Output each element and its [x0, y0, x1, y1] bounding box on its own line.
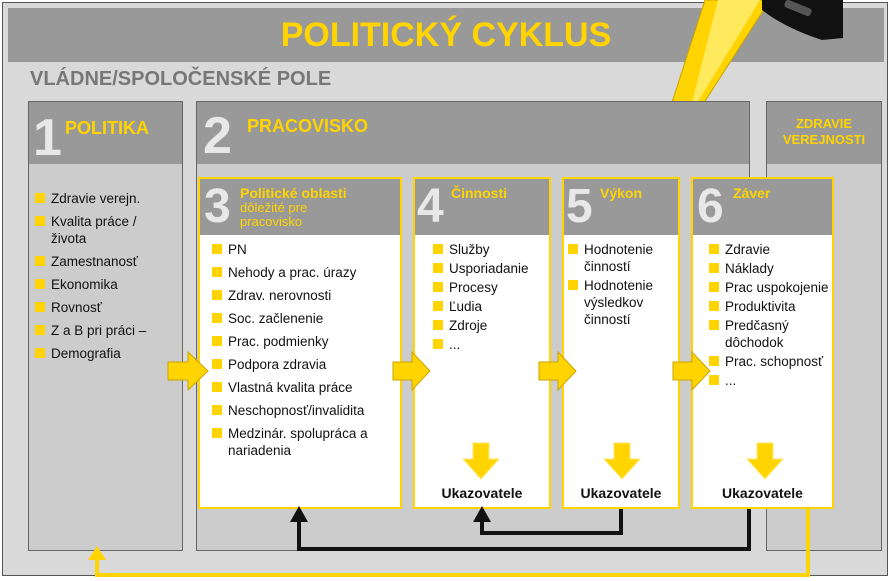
column-politika-heading: POLITIKA [65, 118, 149, 138]
column-pracovisko-heading: PRACOVISKO [247, 116, 369, 136]
panel-4-header [415, 179, 549, 235]
list-item: Prac. podmienky [212, 333, 398, 350]
panel-5-indicator: Ukazovatele [580, 485, 662, 501]
list-item: ... [433, 336, 549, 353]
list-item: Demografia [35, 345, 175, 362]
list-item: PN [212, 241, 398, 258]
column-zdravie-header [767, 102, 881, 164]
panel-4-indicator: Ukazovatele [441, 485, 523, 501]
list-item: Nehody a prac. úrazy [212, 264, 398, 281]
list-item: Produktivita [709, 298, 831, 315]
list-item: Zdroje [433, 317, 549, 334]
list-item: Medzinár. spolupráca a nariadenia [212, 425, 398, 459]
panel-3-header [200, 179, 400, 235]
list-item: Zdrav. nerovnosti [212, 287, 398, 304]
panel-6-number: 6 [697, 180, 724, 233]
list-item: Ľudia [433, 298, 549, 315]
list-item: Prac uspokojenie [709, 279, 831, 296]
panel-6-title: Záver [733, 185, 771, 201]
column-zdravie-heading: ZDRAVIE VEREJNOSTI [782, 116, 866, 147]
list-item: ... [709, 372, 831, 389]
panel-4-number: 4 [417, 180, 444, 233]
list-item: Neschopnosť/invalidita [212, 402, 398, 419]
panel-3-title: Politické oblasti [240, 185, 347, 201]
column-pracovisko-number: 2 [203, 107, 232, 165]
list-item: Podpora zdravia [212, 356, 398, 373]
down-arrow-icon [602, 442, 642, 480]
down-arrow-icon [745, 442, 785, 480]
list-item: Hodnotenie činností [568, 241, 678, 275]
list-item: Hodnotenie výsledkov činností [568, 277, 678, 328]
panel-5-number: 5 [566, 180, 593, 233]
panel-6-header [693, 179, 832, 235]
column-politika-header [29, 102, 182, 164]
list-item: Usporiadanie [433, 260, 549, 277]
list-item: Prac. schopnosť [709, 353, 831, 370]
list-item: Služby [433, 241, 549, 258]
column-politika: 1 POLITIKA Zdravie verejn. Kvalita práce … [28, 101, 183, 551]
panel-3-number: 3 [204, 180, 231, 233]
panel-politicke-oblasti: 3 Politické oblasti dôležité pre pracovi… [198, 177, 402, 509]
diagram-subtitle: VLÁDNE/SPOLOČENSKÉ POLE [30, 68, 332, 90]
list-item: Predčasný dôchodok [709, 317, 831, 351]
panel-3-subtitle: dôležité pre pracovisko [240, 200, 308, 229]
list-item: Vlastná kvalita práce [212, 379, 398, 396]
list-item: Rovnosť [35, 299, 175, 316]
panel-4-title: Činnosti [451, 185, 507, 201]
list-item: Soc. začlenenie [212, 310, 398, 327]
list-item: Zdravie [709, 241, 831, 258]
panel-6-indicator: Ukazovatele [722, 485, 803, 501]
column-politika-number: 1 [33, 109, 62, 167]
list-item: Zamestnanosť [35, 253, 175, 270]
panel-5-header [564, 179, 678, 235]
list-item: Ekonomika [35, 276, 175, 293]
down-arrow-icon [461, 442, 501, 480]
list-item: Náklady [709, 260, 831, 277]
panel-5-title: Výkon [600, 185, 643, 201]
list-item: Procesy [433, 279, 549, 296]
list-item: Z a B pri práci – [35, 322, 175, 339]
list-item: Zdravie verejn. [35, 190, 175, 207]
column-pracovisko-header [197, 102, 749, 164]
diagram-title: POLITICKÝ CYKLUS [280, 16, 612, 54]
list-item: Kvalita práce / života [35, 213, 175, 247]
